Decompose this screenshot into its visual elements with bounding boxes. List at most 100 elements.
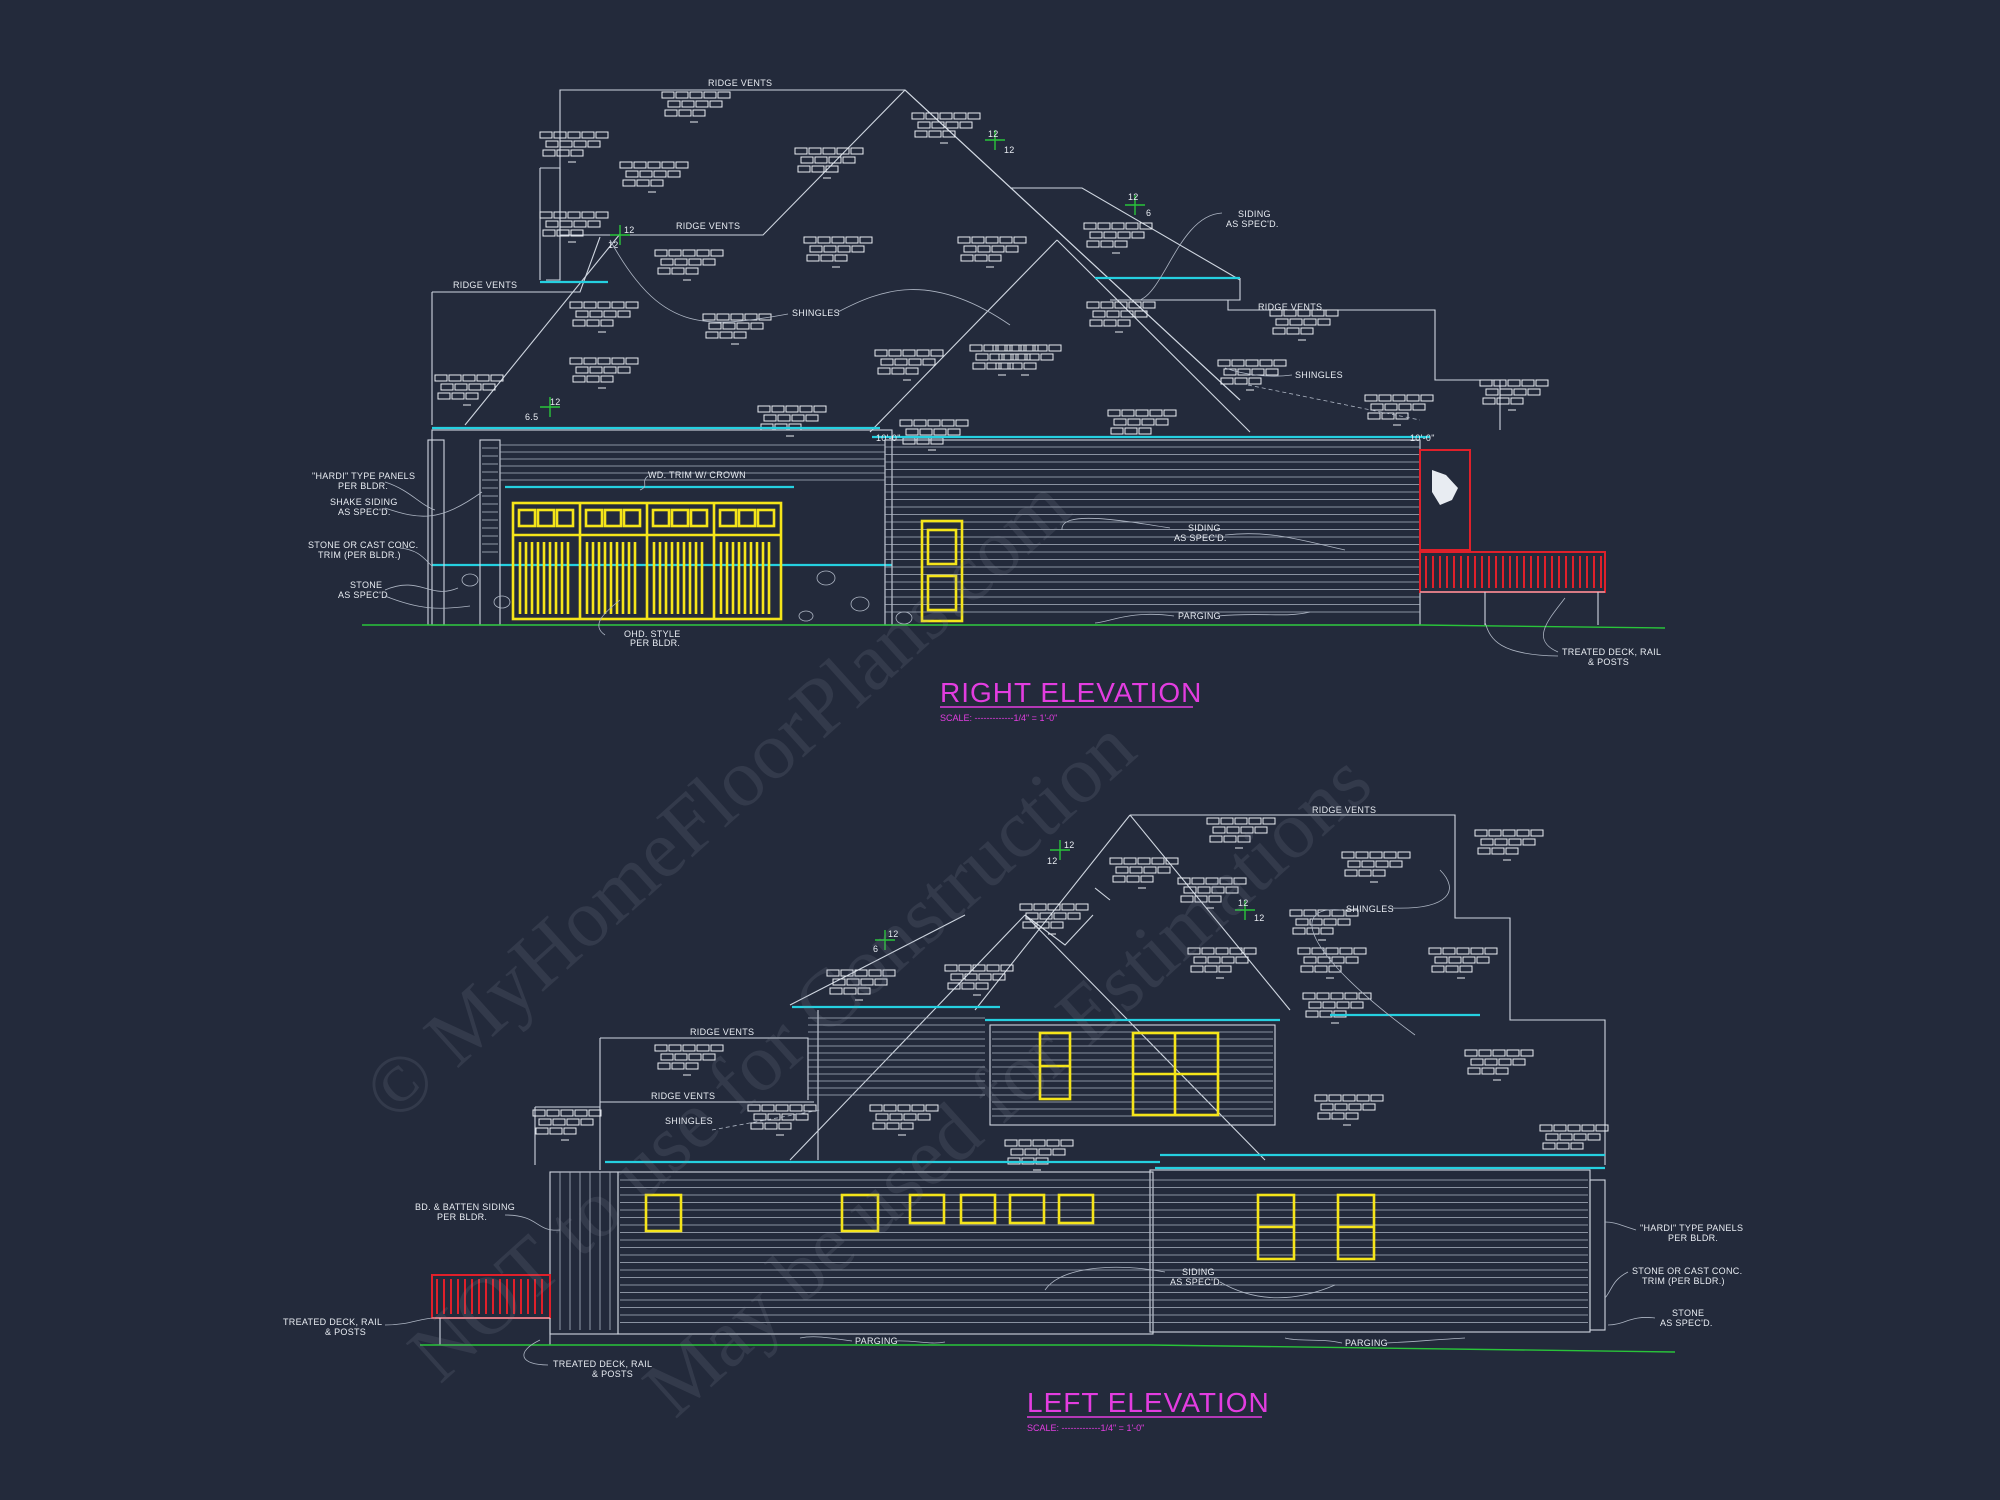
- note-ridge-vents: RIDGE VENTS: [1258, 302, 1322, 312]
- right-notes: RIDGE VENTS RIDGE VENTS RIDGE VENTS RIDG…: [308, 78, 1661, 667]
- note-ridge-vents: RIDGE VENTS: [453, 280, 517, 290]
- note-shingles: SHINGLES: [792, 308, 840, 318]
- shingle-mark: [911, 112, 981, 144]
- note-treated-deck: & POSTS: [1588, 657, 1629, 667]
- note-treated-deck: TREATED DECK, RAIL: [1562, 647, 1661, 657]
- dimension-label: 6.5: [525, 412, 538, 422]
- left-shingle-marks: [532, 817, 1609, 1171]
- right-garage-doors: [511, 501, 783, 621]
- pitch-run-label: 12: [1047, 856, 1058, 866]
- shingle-mark: [702, 313, 772, 345]
- garage-window-lite: [603, 508, 623, 528]
- shingle-mark: [747, 1104, 817, 1136]
- note-stone-trim: TRIM (PER BLDR.): [1642, 1276, 1725, 1286]
- shingle-mark: [1474, 829, 1544, 861]
- note-batten-siding: PER BLDR.: [437, 1212, 487, 1222]
- right-roof-outline: [431, 89, 1501, 433]
- garage-window-lite: [517, 508, 537, 528]
- garage-window-lite: [651, 508, 671, 528]
- shingle-mark: [1019, 903, 1089, 935]
- left-windows: [644, 1031, 1376, 1261]
- right-elevation-title: RIGHT ELEVATION: [940, 677, 1202, 708]
- shingle-mark: [539, 131, 609, 163]
- right-shingle-marks: [434, 91, 1549, 451]
- note-ridge-vents: RIDGE VENTS: [651, 1091, 715, 1101]
- note-batten-siding: BD. & BATTEN SIDING: [415, 1202, 515, 1212]
- left-elevation-scale: SCALE: -------------1/4" = 1'-0": [1027, 1423, 1144, 1433]
- shingle-mark: [532, 1109, 602, 1141]
- note-siding: SIDING: [1182, 1267, 1215, 1277]
- note-treated-deck: TREATED DECK, RAIL: [553, 1359, 652, 1369]
- left-deck: [431, 1274, 551, 1345]
- pitch-run-label: 12: [1254, 913, 1265, 923]
- shingle-mark: [1206, 817, 1276, 849]
- note-ridge-vents: RIDGE VENTS: [690, 1027, 754, 1037]
- shingle-mark: [1428, 947, 1498, 979]
- shingle-mark: [1187, 947, 1257, 979]
- note-ohd-style: OHD. STYLE: [624, 629, 681, 639]
- note-ridge-vents: RIDGE VENTS: [676, 221, 740, 231]
- garage-window-lite: [555, 508, 575, 528]
- note-stone-trim: STONE OR CAST CONC.: [1632, 1266, 1742, 1276]
- note-hardi-panels: PER BLDR.: [338, 481, 388, 491]
- garage-window-lite: [536, 508, 556, 528]
- shingle-mark: [1086, 301, 1156, 333]
- note-shingles: SHINGLES: [665, 1116, 713, 1126]
- shingle-mark: [1364, 394, 1434, 426]
- right-stone-patches: [461, 570, 913, 625]
- pitch-rise-label: 12: [1238, 898, 1249, 908]
- note-stone: STONE: [1672, 1308, 1704, 1318]
- shingle-mark: [1177, 877, 1247, 909]
- left-walls: [549, 1024, 1606, 1335]
- shingle-mark: [957, 236, 1027, 268]
- right-entry-door: [920, 519, 964, 623]
- shingle-mark: [434, 374, 504, 406]
- note-hardi-panels: "HARDI" TYPE PANELS: [312, 471, 415, 481]
- pitch-run-label: 12: [1004, 145, 1015, 155]
- shingle-mark: [826, 969, 896, 1001]
- pitch-rise-label: 12: [550, 397, 561, 407]
- note-ridge-vents: RIDGE VENTS: [1312, 805, 1376, 815]
- note-stone-trim: TRIM (PER BLDR.): [318, 550, 401, 560]
- pitch-rise-label: 12: [988, 129, 999, 139]
- note-siding: AS SPEC'D.: [1226, 219, 1279, 229]
- shingle-mark: [874, 349, 944, 381]
- note-parging: PARGING: [1178, 611, 1221, 621]
- note-hardi-panels: "HARDI" TYPE PANELS: [1640, 1223, 1743, 1233]
- shingle-mark: [1004, 1139, 1074, 1171]
- note-shingles: SHINGLES: [1295, 370, 1343, 380]
- garage-window-lite: [718, 508, 738, 528]
- pitch-rise-label: 12: [1128, 192, 1139, 202]
- note-stone: STONE: [350, 580, 382, 590]
- shingle-mark: [944, 964, 1014, 996]
- note-shake-siding: AS SPEC'D.: [338, 507, 391, 517]
- right-elevation-scale: SCALE: -------------1/4" = 1'-0": [940, 713, 1057, 723]
- note-siding: SIDING: [1188, 523, 1221, 533]
- note-shingles: SHINGLES: [1346, 904, 1394, 914]
- shingle-mark: [539, 211, 609, 243]
- note-ohd-style: PER BLDR.: [630, 638, 680, 648]
- note-treated-deck: & POSTS: [592, 1369, 633, 1379]
- note-siding: AS SPEC'D.: [1174, 533, 1227, 543]
- note-siding: SIDING: [1238, 209, 1271, 219]
- shingle-mark: [794, 147, 864, 179]
- shingle-mark: [1302, 992, 1372, 1024]
- dimension-label: 10'-0": [1410, 433, 1435, 443]
- shingle-mark: [569, 357, 639, 389]
- pitch-run-label: 6: [1146, 208, 1151, 218]
- pitch-run-label: 12: [608, 240, 619, 250]
- left-notes: RIDGE VENTS RIDGE VENTS RIDGE VENTS SHIN…: [283, 805, 1743, 1379]
- shingle-mark: [661, 91, 731, 123]
- shingle-mark: [1479, 379, 1549, 411]
- note-stone: AS SPEC'D.: [338, 590, 391, 600]
- right-eave-trim: [432, 276, 1430, 567]
- left-elevation-title: LEFT ELEVATION: [1027, 1387, 1270, 1418]
- shingle-mark: [992, 344, 1062, 376]
- garage-window-lite: [737, 508, 757, 528]
- shingle-mark: [619, 161, 689, 193]
- left-grade-line: [420, 1344, 1676, 1353]
- right-deck: [1419, 449, 1606, 625]
- right-elevation: 12 12 12 6 12 12 12 6.5 RIDGE VENTS RIDG…: [308, 78, 1666, 723]
- note-siding: AS SPEC'D.: [1170, 1277, 1223, 1287]
- left-roof-outline: [534, 814, 1606, 1170]
